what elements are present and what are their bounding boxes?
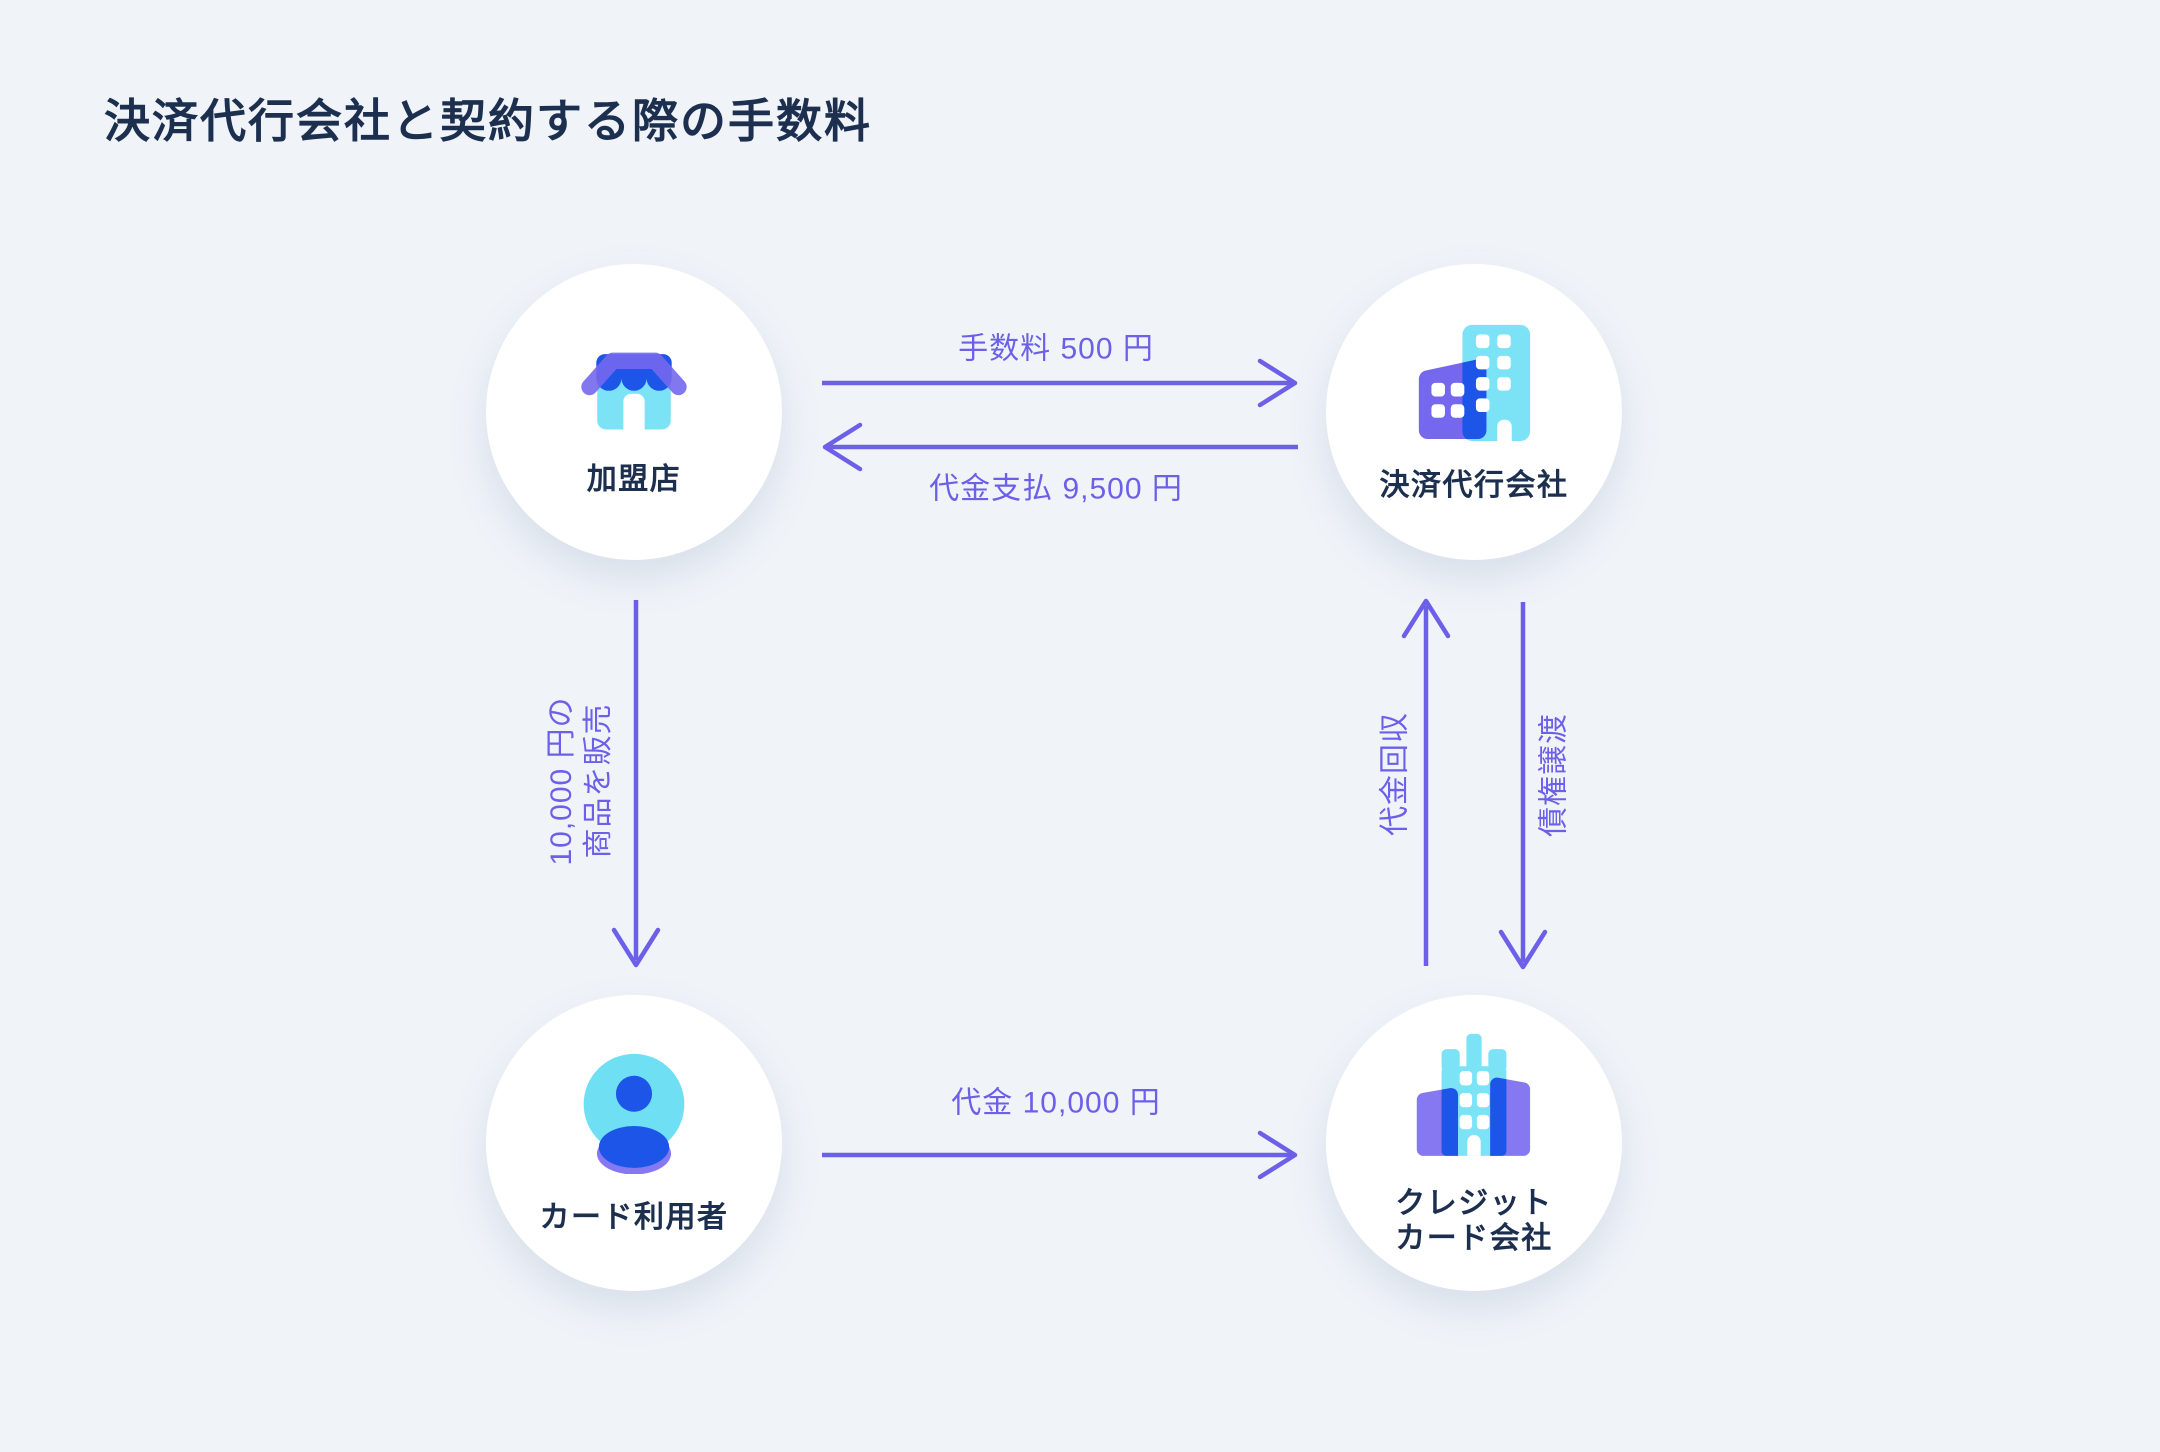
node-card-company-label: クレジット カード会社 <box>1395 1186 1553 1255</box>
person-avatar-icon <box>583 1053 685 1175</box>
page-title: 決済代行会社と契約する際の手数料 <box>104 95 872 147</box>
arrow-fee-right <box>822 358 1298 408</box>
corporate-tower-icon <box>1416 1033 1531 1157</box>
node-card-company: クレジット カード会社 <box>1326 995 1622 1291</box>
flow-label-sale: 10,000 円の 商品を販売 <box>545 696 615 866</box>
node-agency: 決済代行会社 <box>1326 264 1622 560</box>
node-merchant: 加盟店 <box>486 264 782 560</box>
arrow-collection-up <box>1401 598 1451 966</box>
flow-label-payout: 代金支払 9,500 円 <box>929 472 1183 506</box>
arrow-assignment-down <box>1498 602 1548 970</box>
flow-label-fee: 手数料 500 円 <box>958 332 1154 366</box>
arrow-sale-down <box>611 600 661 968</box>
node-cardholder: カード利用者 <box>486 995 782 1291</box>
arrow-payout-left <box>822 422 1298 472</box>
flow-label-assignment: 債権譲渡 <box>1537 713 1571 837</box>
node-cardholder-label: カード利用者 <box>539 1201 729 1235</box>
node-agency-label: 決済代行会社 <box>1379 469 1569 503</box>
flow-label-price: 代金 10,000 円 <box>951 1086 1161 1120</box>
flow-label-collection: 代金回収 <box>1378 712 1412 836</box>
arrow-price-right <box>822 1130 1298 1180</box>
office-buildings-icon <box>1418 324 1531 441</box>
storefront-icon <box>581 352 687 430</box>
node-merchant-label: 加盟店 <box>586 462 682 496</box>
